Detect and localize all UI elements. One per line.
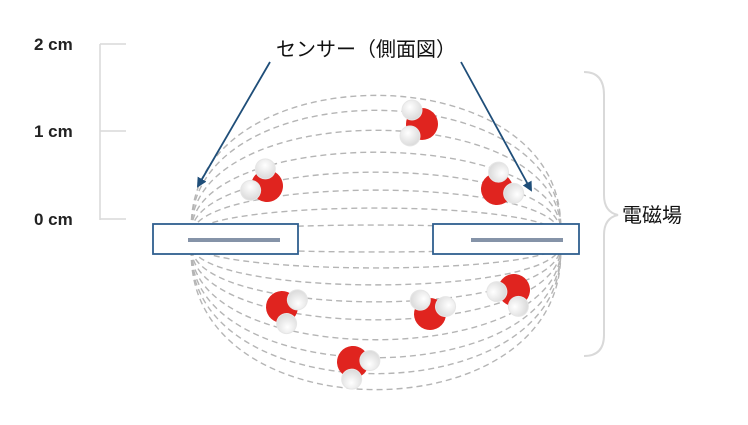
scale-label-0cm: 0 cm <box>34 210 73 229</box>
water-molecule <box>409 289 457 330</box>
water-molecules <box>240 99 530 390</box>
field-line-lower <box>190 239 562 341</box>
field-line-lower <box>190 239 562 303</box>
hydrogen-atom <box>399 125 421 147</box>
field-line-lower <box>190 239 562 391</box>
water-molecule <box>481 161 525 205</box>
water-molecule <box>399 99 438 147</box>
hydrogen-atom <box>286 289 308 311</box>
hydrogen-atom <box>341 368 363 390</box>
field-line-upper <box>190 109 562 241</box>
sensor-callout-arrow-right <box>460 61 532 192</box>
field-bracket <box>583 71 619 357</box>
water-molecule <box>240 158 283 202</box>
sensor-right <box>432 223 580 255</box>
water-molecule <box>337 346 381 390</box>
field-line-upper <box>190 129 562 241</box>
hydrogen-atom <box>409 289 431 311</box>
hydrogen-atom <box>435 296 457 318</box>
field-line-upper <box>190 189 562 241</box>
scale-label-2cm: 2 cm <box>34 35 73 54</box>
hydrogen-atom <box>503 182 525 204</box>
hydrogen-atom <box>401 99 423 121</box>
hydrogen-atom <box>507 295 529 317</box>
water-molecule <box>486 274 530 317</box>
field-line-upper <box>190 151 562 241</box>
hydrogen-atom <box>276 313 298 335</box>
hydrogen-atom <box>487 161 509 183</box>
sensor-callout-label: センサー（側面図） <box>276 37 456 61</box>
hydrogen-atom <box>254 158 276 180</box>
sensor-callout-arrow-left <box>196 61 271 188</box>
hydrogen-atom <box>359 350 381 372</box>
sensor-left <box>152 223 299 255</box>
field-label: 電磁場 <box>622 203 682 227</box>
hydrogen-atom <box>240 179 262 201</box>
field-line-lower <box>190 239 562 286</box>
scale-label-1cm: 1 cm <box>34 122 73 141</box>
field-line-lower <box>190 239 562 321</box>
oxygen-atom <box>337 346 369 378</box>
scale-bar: 2 cm 1 cm 0 cm <box>34 35 126 229</box>
water-molecule <box>266 289 308 335</box>
field-line-upper <box>190 171 562 241</box>
hydrogen-atom <box>486 281 508 303</box>
